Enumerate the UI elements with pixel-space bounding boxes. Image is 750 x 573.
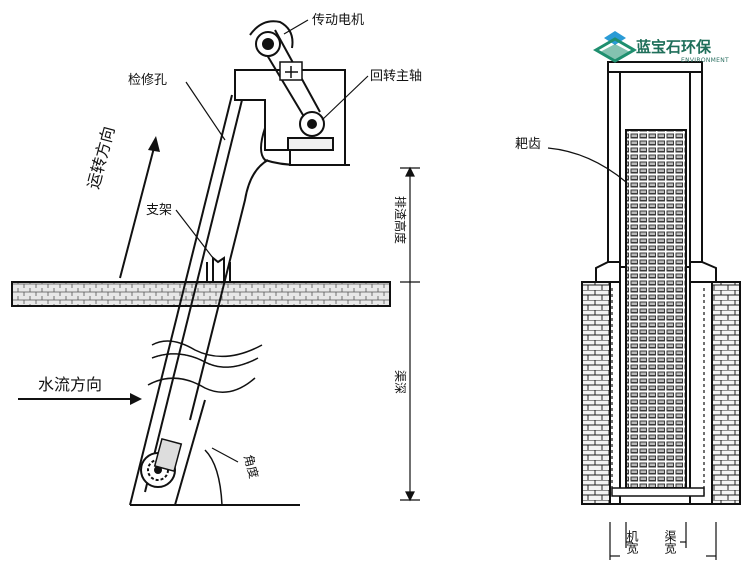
head-frame [234, 69, 346, 166]
company-logo: 蓝宝石环保 ENVIRONMENT [593, 31, 729, 64]
logo-icon [593, 31, 637, 63]
label-machine-width: 机宽 [625, 530, 639, 555]
front-view: 耙齿 机宽 渠宽 [515, 61, 741, 560]
water-break-lines [147, 340, 263, 393]
side-rails [619, 72, 691, 505]
logo-name: 蓝宝石环保 [636, 38, 712, 56]
side-view: 传动电机 检修孔 回转主轴 支架 运转方向 水流方向 排渣高度 渠深 角度 [11, 13, 422, 506]
bracket [206, 255, 231, 282]
label-rotation-direction: 运转方向 [84, 124, 119, 191]
label-channel-width: 渠宽 [663, 530, 677, 555]
left-brick-wall [581, 281, 611, 505]
angle-arc [204, 449, 223, 506]
height-dimension-lines [400, 166, 420, 502]
label-inspection-hole: 检修孔 [128, 73, 167, 88]
base-plate [611, 487, 705, 497]
label-motor: 传动电机 [312, 13, 364, 28]
width-dimension-lines [609, 522, 717, 560]
rotation-arrow [119, 136, 160, 279]
rake-teeth-grid [625, 129, 687, 489]
label-main-shaft: 回转主轴 [370, 69, 422, 84]
right-brick-wall [711, 281, 741, 505]
inclined-frame [129, 94, 350, 506]
label-discharge-height: 排渣高度 [393, 196, 408, 244]
label-channel-depth: 渠深 [393, 370, 407, 394]
bottom-sprocket [140, 437, 183, 488]
floor-slab [11, 281, 391, 307]
water-flow-arrow [18, 393, 142, 405]
label-install-angle: 角度 [241, 453, 262, 480]
main-shaft [299, 111, 325, 137]
logo-subtitle: ENVIRONMENT [681, 57, 729, 64]
label-water-flow-direction: 水流方向 [38, 375, 102, 394]
leader-rake-teeth [547, 147, 627, 183]
leader-lines [175, 19, 369, 463]
drive-motor [255, 31, 303, 81]
label-bracket: 支架 [146, 203, 172, 218]
label-rake-teeth: 耙齿 [515, 137, 541, 152]
shoulder-brackets [595, 261, 717, 283]
channel-guides [611, 288, 705, 495]
